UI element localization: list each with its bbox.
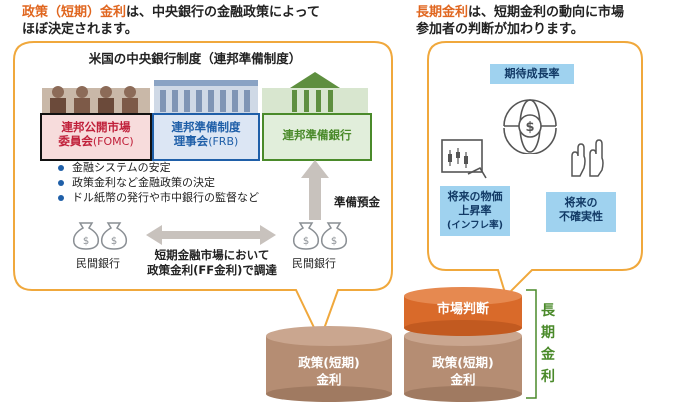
private-bank-left: 民間銀行: [76, 257, 120, 270]
right-cylinder-line2: 金利: [450, 372, 476, 387]
left-heading-highlight: 政策（短期）金利: [22, 5, 127, 20]
right-cylinder-line1: 政策(短期): [432, 355, 494, 370]
long-term-rate-vertical-label: 長 期 金 利: [540, 300, 556, 388]
inflation-line3: (インフレ率): [447, 220, 503, 231]
left-policy-rate-cylinder: [266, 326, 392, 402]
svg-text:$: $: [111, 236, 117, 247]
fomc-line1: 連邦公開市場: [61, 120, 131, 134]
vertical-char: 期: [541, 325, 555, 341]
right-heading: 長期金利は、短期金利の動向に市場 参加者の判断が加わります。: [416, 4, 624, 38]
bank-building-icon: [262, 72, 368, 115]
reserve-bank-box: [262, 113, 372, 161]
right-heading-line2: 参加者の判断が加わります。: [416, 22, 584, 37]
fomc-abbr: (FOMC): [92, 135, 134, 148]
fomc-line2: 委員会: [58, 134, 93, 148]
fed-function-item: ドル紙幣の発行や市中銀行の監督など: [56, 190, 259, 205]
up-arrow-icon: [301, 160, 329, 220]
building-strip: [42, 72, 368, 115]
coin-bag-icon: $ $: [72, 222, 128, 250]
market-note-line1: 短期金融市場において: [154, 248, 270, 262]
market-note-line2: 政策金利(FF金利)で調達: [147, 263, 277, 277]
frb-label: 連邦準備制度 理事会(FRB): [154, 120, 258, 149]
fomc-box: [40, 113, 152, 161]
left-heading: 政策（短期）金利は、中央銀行の金融政策によって ほぼ決定されます。: [22, 4, 320, 38]
vertical-char: 長: [541, 303, 555, 319]
vertical-char: 金: [541, 347, 555, 363]
svg-text:$: $: [331, 236, 337, 247]
chart-monitor-icon: [441, 139, 487, 179]
reserve-deposit-label: 準備預金: [334, 195, 380, 209]
expected-growth-box: 期待成長率: [490, 64, 574, 84]
right-cylinder-label: 政策(短期) 金利: [404, 354, 522, 388]
fed-function-item: 政策金利など金融政策の決定: [56, 175, 259, 190]
double-arrow-icon: [146, 225, 276, 245]
globe-dollar-icon: $: [503, 99, 557, 154]
left-heading-rest: は、中央銀行の金融政策によって: [126, 5, 320, 20]
left-heading-line2: ほぼ決定されます。: [22, 22, 138, 37]
frb-box: [152, 113, 260, 161]
right-heading-rest: は、短期金利の動向に市場: [468, 5, 625, 20]
fed-function-item: 金融システムの安定: [56, 160, 259, 175]
svg-text:$: $: [525, 120, 534, 135]
uncertainty-box: 将来の 不確実性: [546, 192, 616, 232]
svg-text:$: $: [303, 236, 309, 247]
frb-line1: 連邦準備制度: [171, 120, 241, 134]
left-cylinder-label: 政策(短期) 金利: [266, 354, 392, 388]
vertical-char: 利: [541, 369, 555, 385]
uncertainty-line2: 不確実性: [559, 210, 603, 223]
uncertainty-line1: 将来の: [564, 196, 598, 209]
short-term-market-note: 短期金融市場において 政策金利(FF金利)で調達: [132, 248, 292, 278]
coin-bag-icon: $ $: [292, 222, 348, 250]
frb-building-icon: [154, 80, 258, 115]
market-judgement-label: 市場判断: [436, 302, 489, 317]
inflation-line2: 上昇率: [458, 204, 492, 217]
left-cylinder-line1: 政策(短期): [298, 355, 360, 370]
private-bank-right: 民間銀行: [292, 257, 336, 270]
raised-hands-icon: [571, 139, 604, 177]
people-icon: [42, 86, 150, 115]
frb-line2: 理事会: [173, 134, 209, 148]
fomc-label: 連邦公開市場 委員会(FOMC): [42, 120, 150, 149]
fed-system-title: 米国の中央銀行制度（連邦準備制度）: [88, 51, 302, 66]
left-cylinder-line2: 金利: [316, 372, 342, 387]
market-judgement-cylinder: [404, 287, 522, 336]
fed-function-list: 金融システムの安定 政策金利など金融政策の決定 ドル紙幣の発行や市中銀行の監督な…: [56, 160, 259, 205]
long-rate-bracket: [526, 289, 537, 399]
frb-abbr: (FRB): [208, 135, 239, 148]
inflation-line1: 将来の物価: [447, 190, 503, 203]
reserve-bank-label: 連邦準備銀行: [282, 128, 352, 142]
svg-text:$: $: [83, 236, 89, 247]
right-heading-highlight: 長期金利: [416, 5, 469, 20]
inflation-box: 将来の物価 上昇率 (インフレ率): [440, 186, 510, 236]
